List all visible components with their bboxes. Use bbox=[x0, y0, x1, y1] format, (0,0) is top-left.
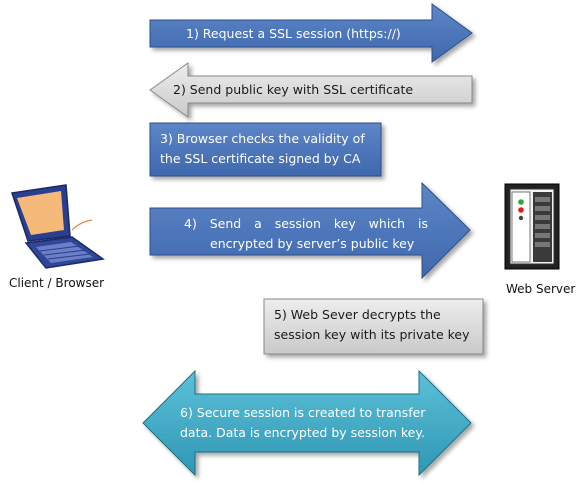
step-4-label: 4) Send a session key which is encrypted… bbox=[184, 214, 428, 254]
step-3-line-1: 3) Browser checks the validity of bbox=[160, 131, 365, 146]
server-tower-icon bbox=[504, 183, 560, 270]
step-1-arrow bbox=[149, 3, 473, 63]
laptop-icon bbox=[11, 184, 105, 269]
client-label: Client / Browser bbox=[9, 276, 105, 290]
step-6-line-2: data. Data is encrypted by session key. bbox=[180, 425, 425, 440]
step-5-box bbox=[263, 298, 484, 355]
step-2-label: 2) Send public key with SSL certificate bbox=[173, 82, 414, 97]
step-3-label: 3) Browser checks the validity of the SS… bbox=[160, 129, 365, 169]
step-6-double-arrow bbox=[142, 369, 472, 477]
step-4-arrow bbox=[149, 181, 471, 280]
step-6-label: 6) Secure session is created to transfer… bbox=[180, 403, 425, 443]
step-4-line-1: 4) Send a session key which is bbox=[184, 216, 428, 231]
step-1-label: 1) Request a SSL session (https://) bbox=[186, 26, 401, 41]
step-2-arrow bbox=[149, 62, 473, 118]
step-5-line-2: session key with its private key bbox=[274, 327, 470, 342]
step-5-line-1: 5) Web Sever decrypts the bbox=[274, 307, 441, 322]
step-3-box bbox=[149, 122, 382, 177]
step-6-line-1: 6) Secure session is created to transfer bbox=[180, 405, 426, 420]
step-3-line-2: the SSL certificate signed by CA bbox=[160, 151, 361, 166]
server-label: Web Server bbox=[506, 282, 576, 296]
step-5-label: 5) Web Sever decrypts the session key wi… bbox=[274, 305, 470, 345]
step-4-line-2: encrypted by server’s public key bbox=[210, 236, 415, 251]
